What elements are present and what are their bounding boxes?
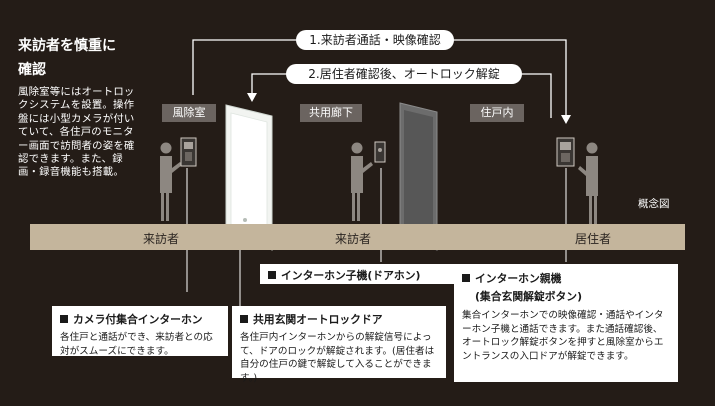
callout-intercom-parent: インターホン親機 (集合玄関解錠ボタン) 集合インターホンでの映像確認・通話やイ… — [454, 264, 678, 382]
zone-tag-dwelling: 住戸内 — [470, 104, 524, 122]
floor-label-resident: 居住者 — [575, 232, 612, 246]
callout-auto-lock-door-title: 共用玄関オートロックドア — [253, 313, 383, 326]
callout-intercom-child-title: インターホン子機(ドアホン) — [281, 269, 421, 282]
callout-intercom-parent-subtitle: (集合玄関解錠ボタン) — [475, 290, 583, 303]
visitor-figure-corridor — [351, 142, 373, 221]
callout-auto-lock-door: 共用玄関オートロックドア 各住戸内インターホンからの解錠信号によって、ドアのロッ… — [232, 306, 446, 384]
floor-label-visitor-1: 来訪者 — [143, 232, 180, 246]
bullet-square-icon — [268, 271, 276, 279]
glass-door — [225, 104, 273, 251]
callout-intercom-parent-body: 集合インターホンでの映像確認・通話やインターホン子機と通話できます。また通話確認… — [462, 310, 664, 362]
flow-arrow-1-head — [561, 115, 571, 124]
callout-camera-intercom: カメラ付集合インターホン 各住戸と通話ができ、来訪者との応対がスムーズにできます… — [52, 306, 228, 357]
bullet-square-icon — [60, 315, 68, 323]
metal-door — [399, 102, 438, 251]
door-phone-panel — [374, 141, 386, 163]
bullet-square-icon — [240, 315, 248, 323]
callout-intercom-parent-title: インターホン親機 — [475, 272, 562, 285]
callout-intercom-child: インターホン子機(ドアホン) — [260, 264, 454, 284]
flow-arrow-2-head — [247, 93, 257, 102]
callout-camera-intercom-title: カメラ付集合インターホン — [73, 313, 203, 326]
flow-label-2: 2.居住者確認後、オートロック解錠 — [286, 64, 522, 84]
camera-intercom-panel — [180, 137, 197, 167]
callout-camera-intercom-body: 各住戸と通話ができ、来訪者との応対がスムーズにできます。 — [60, 332, 213, 357]
heading-line-2: 確認 — [18, 62, 46, 78]
bullet-square-icon — [462, 274, 470, 282]
zone-tag-vestibule: 風除室 — [162, 104, 216, 122]
description-text: 風除室等にはオートロックシステムを設置。操作盤には小型カメラが付いていて、各住戸… — [18, 86, 135, 179]
resident-figure — [578, 142, 598, 224]
visitor-figure-vestibule — [160, 142, 182, 221]
callout-auto-lock-door-heading: 共用玄関オートロックドア — [240, 311, 438, 327]
intercom-parent-panel — [556, 137, 575, 167]
heading-line-1: 来訪者を慎重に — [18, 38, 116, 54]
callout-camera-intercom-heading: カメラ付集合インターホン — [60, 311, 220, 327]
zone-tag-corridor: 共用廊下 — [300, 104, 362, 122]
concept-label: 概念図 — [638, 198, 670, 210]
floor-label-visitor-2: 来訪者 — [335, 232, 372, 246]
floor-band — [30, 224, 685, 250]
diagram-heading: 来訪者を慎重に 確認 — [18, 34, 168, 82]
flow-label-1: 1.来訪者通話・映像確認 — [296, 30, 454, 50]
callout-intercom-parent-heading: インターホン親機 — [462, 270, 670, 286]
callout-auto-lock-door-body: 各住戸内インターホンからの解錠信号によって、ドアのロックが解錠されます。(居住者… — [240, 332, 435, 384]
